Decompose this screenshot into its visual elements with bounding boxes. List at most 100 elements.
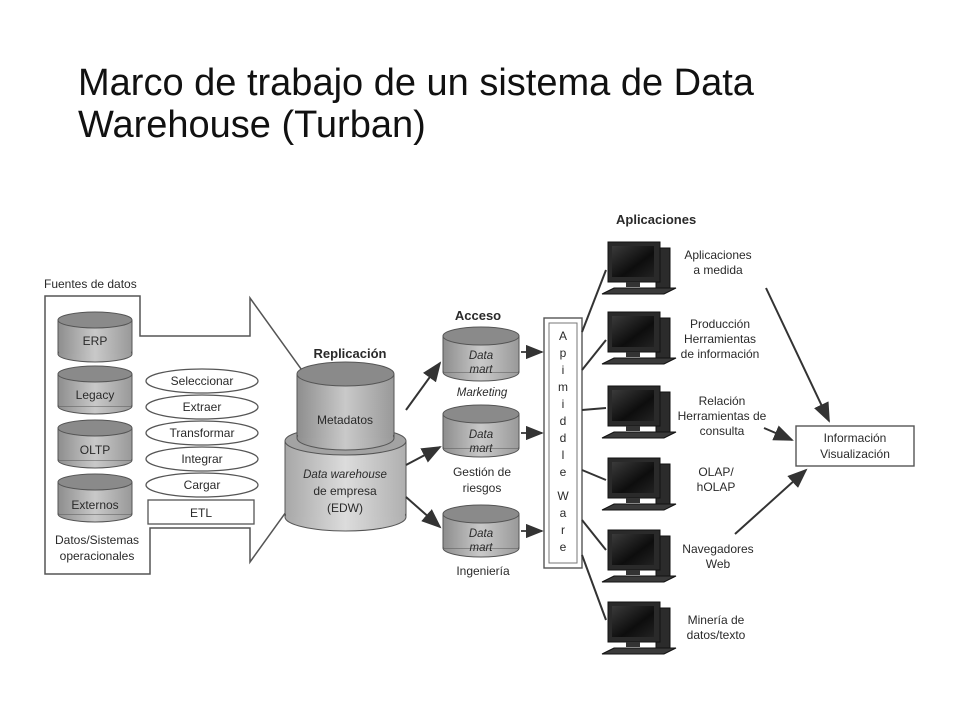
middleware-letter: W — [557, 489, 569, 503]
arrow-edw-to-riesgos — [405, 446, 442, 466]
app-label-line3: de información — [681, 347, 760, 361]
applications-section: Aplicaciones Aplicaciones a medida Produ… — [581, 212, 767, 655]
output-info-visualization: Información Visualización — [734, 287, 915, 535]
cylinder-icon — [442, 504, 520, 558]
source-legacy: Legacy — [57, 365, 133, 415]
cylinder-icon — [442, 326, 520, 382]
etl-step-integrar: Integrar — [145, 446, 259, 472]
app-label-line1: OLAP/ — [698, 465, 734, 479]
app-label-line1: Navegadores — [682, 542, 753, 556]
arrow-apps-to-output — [765, 287, 830, 423]
etl-step-label: Integrar — [181, 452, 222, 466]
etl-step-extraer: Extraer — [145, 394, 259, 420]
sources-header: Fuentes de datos — [44, 277, 137, 291]
data-mart-line1: Data — [469, 429, 493, 441]
middleware-letter: d — [560, 431, 567, 445]
etl-step-cargar: Cargar — [145, 472, 259, 498]
computer-icon — [601, 529, 677, 583]
source-label: OLTP — [80, 443, 110, 457]
etl-step-label: Cargar — [184, 478, 221, 492]
middleware-letter: e — [560, 540, 567, 554]
source-label: ERP — [83, 334, 108, 348]
app-label-line2: Herramientas — [684, 332, 756, 346]
data-mart-caption-line2: riesgos — [463, 481, 502, 495]
middleware-letter: r — [561, 523, 565, 537]
source-erp: ERP — [57, 311, 133, 363]
etl-step-transformar: Transformar — [145, 420, 259, 446]
metadata-cylinder: Metadatos — [296, 361, 395, 451]
app-label-line2: a medida — [693, 263, 743, 277]
computer-icon — [601, 241, 677, 295]
edw-label-line2: de empresa — [313, 484, 377, 498]
etl-steps: Seleccionar Extraer Transformar Integrar… — [145, 368, 259, 525]
source-label: Externos — [71, 498, 118, 512]
source-oltp: OLTP — [57, 419, 133, 469]
cylinder-icon — [57, 365, 133, 415]
app-label-line1: Producción — [690, 317, 750, 331]
middleware-letter: A — [559, 329, 567, 343]
output-line2: Visualización — [820, 447, 890, 461]
applications-header: Aplicaciones — [616, 212, 696, 227]
edw-label-line1: Data warehouse — [303, 469, 387, 481]
data-mart-caption: Ingeniería — [456, 564, 510, 578]
access-header: Acceso — [455, 308, 501, 323]
source-label: Legacy — [76, 388, 115, 402]
data-mart-marketing: Data mart Marketing — [442, 326, 520, 399]
app-label-line2: Web — [706, 557, 731, 571]
arrow-apps-to-output — [763, 425, 794, 441]
etl-label: ETL — [190, 506, 212, 520]
output-line1: Información — [824, 431, 887, 445]
app-label-line2: datos/texto — [687, 628, 746, 642]
cylinder-icon — [57, 419, 133, 469]
middleware-letter: p — [560, 346, 567, 360]
computers — [601, 241, 677, 655]
app-aplicaciones-a-medida: Aplicaciones a medida — [684, 248, 751, 277]
arrow-apps-to-output — [734, 468, 808, 535]
middleware-letter: m — [558, 380, 568, 394]
middleware-to-apps-lines — [581, 269, 607, 621]
cylinder-icon — [57, 311, 133, 363]
middleware-letter: i — [562, 397, 565, 411]
etl-box: ETL — [147, 499, 255, 525]
middleware-column: A p i m i d d l e W a r e — [521, 317, 583, 569]
data-mart-caption: Marketing — [457, 387, 508, 399]
app-mineria: Minería de datos/texto — [687, 613, 746, 642]
cylinder-icon — [57, 473, 133, 523]
app-label-line1: Relación — [699, 394, 746, 408]
access-section: Acceso Data mart Marketing Data mart Ges… — [405, 308, 520, 578]
data-mart-line2: mart — [470, 364, 494, 376]
middleware-letter: a — [560, 506, 567, 520]
app-label-line2: Herramientas de — [678, 409, 767, 423]
sources-footer-line2: operacionales — [60, 549, 135, 563]
etl-step-seleccionar: Seleccionar — [145, 368, 259, 394]
data-mart-line1: Data — [469, 350, 493, 362]
data-mart-riesgos: Data mart Gestión de riesgos — [442, 404, 520, 495]
data-mart-caption-line1: Gestión de — [453, 465, 511, 479]
middleware-letter: i — [562, 363, 565, 377]
computer-icon — [601, 457, 677, 511]
data-mart-ingenieria: Data mart Ingeniería — [442, 504, 520, 578]
middleware-letter: e — [560, 465, 567, 479]
replication-header: Replicación — [314, 346, 387, 361]
arrow-edw-to-ingenieria — [405, 496, 442, 529]
etl-step-label: Extraer — [183, 400, 222, 414]
data-mart-line1: Data — [469, 528, 493, 540]
data-mart-line2: mart — [470, 542, 494, 554]
app-label-line3: consulta — [700, 424, 745, 438]
sources-footer-line1: Datos/Sistemas — [55, 533, 139, 547]
arrow-edw-to-marketing — [405, 361, 442, 411]
etl-step-label: Seleccionar — [171, 374, 234, 388]
computer-icon — [601, 311, 677, 365]
edw-cylinder: Data warehouse de empresa (EDW) — [284, 426, 407, 532]
app-navegadores-web: Navegadores Web — [682, 542, 753, 571]
app-label-line2: hOLAP — [697, 480, 736, 494]
metadata-label: Metadatos — [317, 413, 373, 427]
source-externos: Externos — [57, 473, 133, 523]
etl-step-label: Transformar — [170, 426, 235, 440]
slide-title: Marco de trabajo de un sistema de Data W… — [78, 62, 754, 146]
computer-icon — [601, 385, 677, 439]
cylinder-icon — [442, 404, 520, 458]
middleware-letters: A p i m i d d l e W a r e — [557, 329, 569, 554]
data-mart-line2: mart — [470, 443, 494, 455]
